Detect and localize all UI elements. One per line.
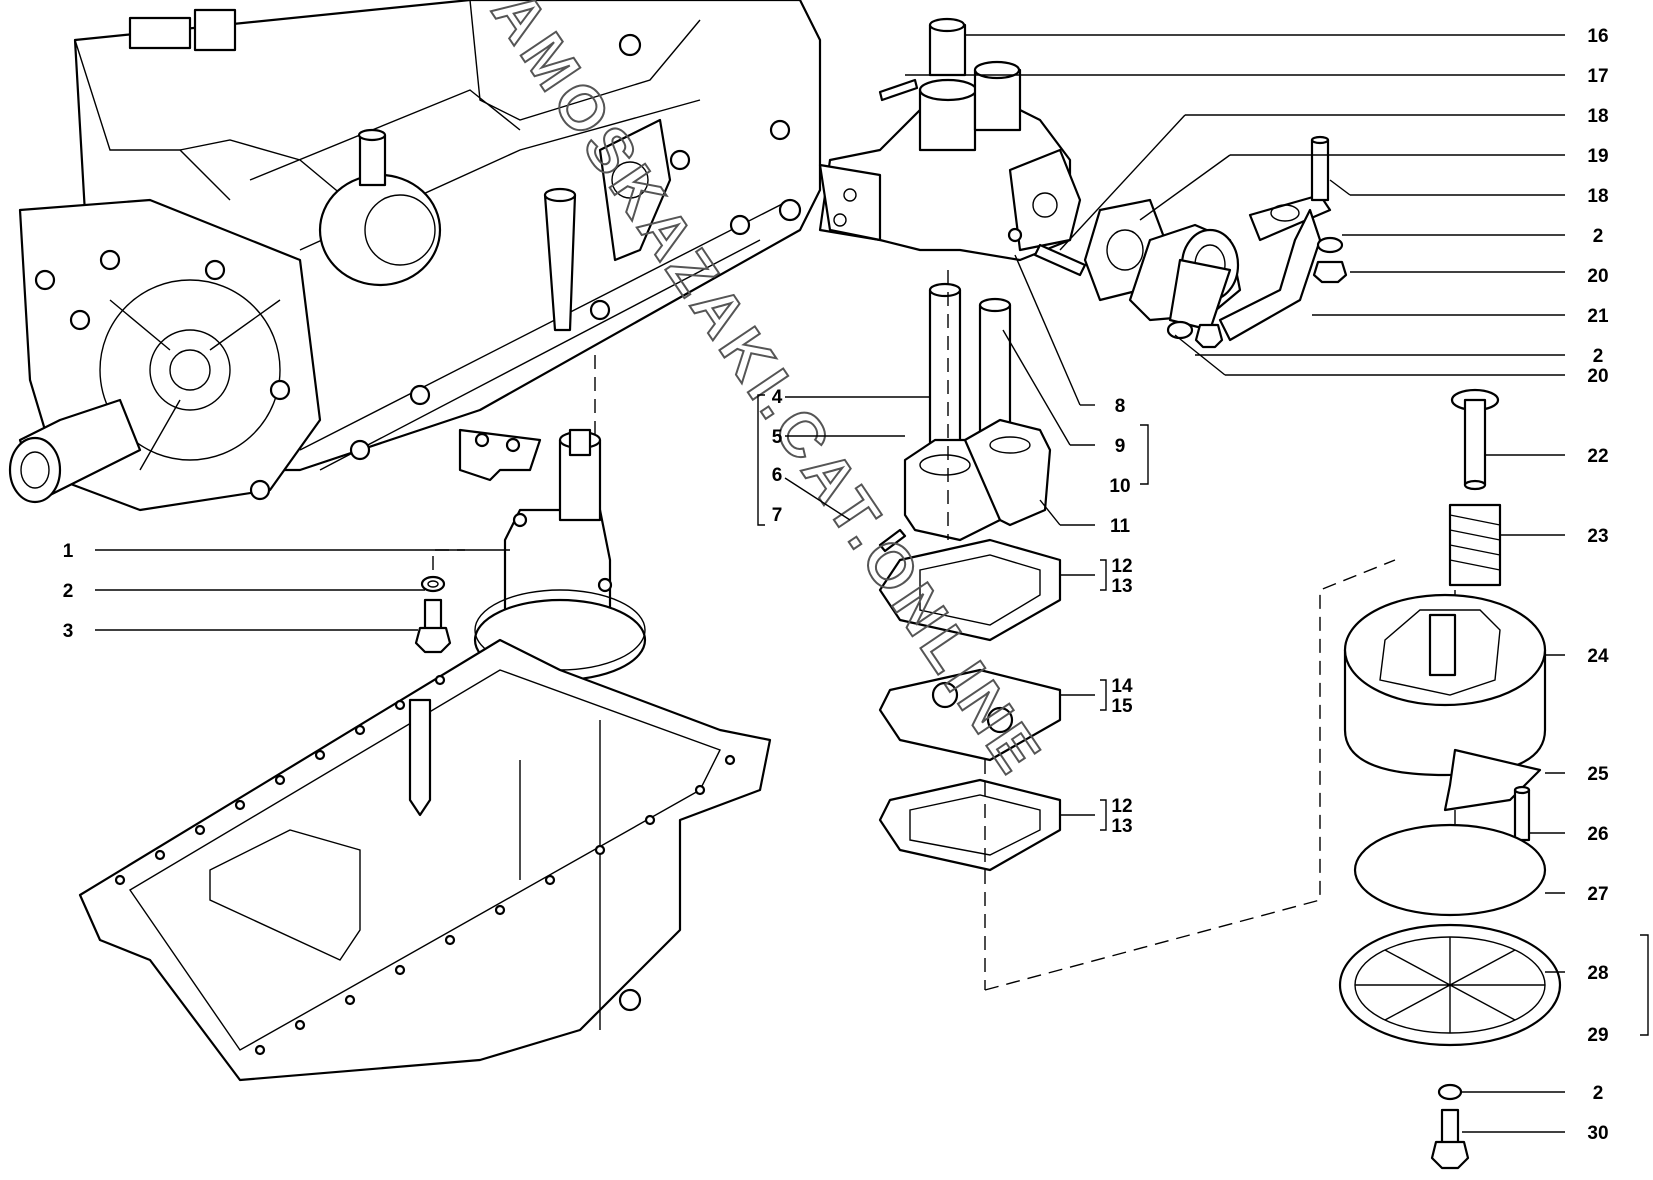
callout-5: 5: [772, 427, 783, 448]
callout-6: 6: [772, 465, 783, 486]
callout-25: 25: [1587, 764, 1609, 785]
callout-18: 18: [1587, 186, 1608, 207]
callout-4: 4: [772, 387, 783, 408]
callout-26: 26: [1587, 824, 1608, 845]
callout-9: 9: [1115, 436, 1126, 457]
callout-13: 13: [1111, 576, 1132, 597]
dipstick-tube: [543, 118, 672, 332]
callout-17: 17: [1587, 66, 1608, 87]
callout-2: 2: [1593, 346, 1604, 367]
callout-1: 1: [63, 541, 74, 562]
callout-19: 19: [1587, 146, 1608, 167]
callout-12: 12: [1111, 796, 1132, 817]
washer-and-bolt-left: [414, 549, 465, 654]
callout-10: 10: [1109, 476, 1130, 497]
callout-18: 18: [1587, 106, 1608, 127]
callout-21: 21: [1587, 306, 1609, 327]
gears-and-shafts: [878, 282, 1052, 553]
oil-sump: [78, 355, 772, 1082]
callout-13: 13: [1111, 816, 1132, 837]
pump-mount-bracket: [458, 428, 542, 482]
callout-3: 3: [63, 621, 74, 642]
crankshaft-nose: [8, 398, 142, 504]
callout-labels: 16 17 18 19 18 2 20 21 2 20 8 9 10 11 4 …: [63, 26, 1609, 1144]
callout-28: 28: [1587, 963, 1608, 984]
callout-14: 14: [1111, 676, 1133, 697]
strainer-assembly: [1338, 388, 1562, 1170]
callout-29: 29: [1587, 1025, 1608, 1046]
callout-20: 20: [1587, 266, 1608, 287]
callout-22: 22: [1587, 446, 1608, 467]
callout-11: 11: [1110, 516, 1131, 537]
callout-16: 16: [1587, 26, 1608, 47]
callout-8: 8: [1115, 396, 1126, 417]
leader-lines: [95, 34, 1649, 1133]
oil-pump-assembly: [473, 428, 647, 682]
callout-30: 30: [1587, 1123, 1608, 1144]
callout-24: 24: [1587, 646, 1609, 667]
callout-2: 2: [63, 581, 74, 602]
callout-2: 2: [1593, 1083, 1604, 1104]
outlet-pipe-parts: [1033, 135, 1348, 349]
fuel-pump: [318, 128, 442, 287]
callout-2: 2: [1593, 226, 1604, 247]
pump-body: [818, 17, 1082, 262]
callout-20: 20: [1587, 366, 1608, 387]
cover-plates-and-gaskets: [878, 538, 1062, 872]
callout-15: 15: [1111, 696, 1133, 717]
callout-7: 7: [772, 505, 783, 526]
callout-23: 23: [1587, 526, 1608, 547]
callout-27: 27: [1587, 884, 1608, 905]
callout-12: 12: [1111, 556, 1132, 577]
